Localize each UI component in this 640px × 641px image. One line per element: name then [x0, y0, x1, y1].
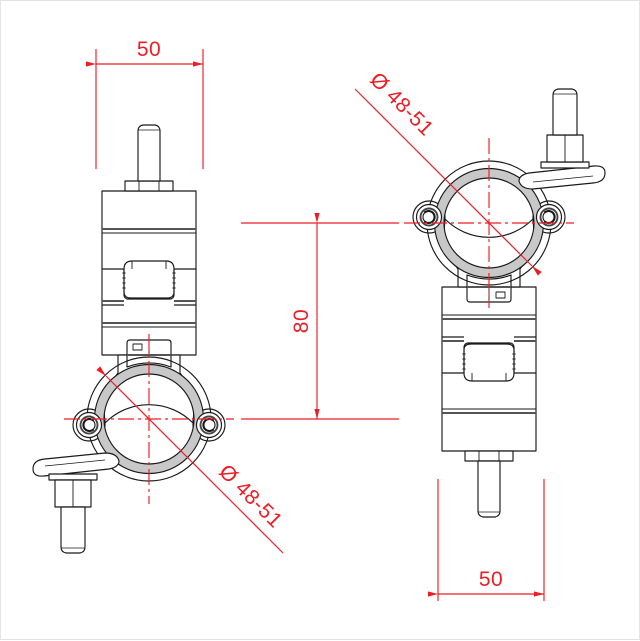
dimension-bottom-width-label: 50	[479, 568, 503, 591]
dimension-vertical-spacing: 80	[241, 213, 399, 420]
dimension-top-width-label: 50	[137, 38, 161, 61]
dimension-bottom-width: 50	[428, 479, 545, 601]
dimension-vertical-spacing-label: 80	[290, 309, 313, 333]
diameter-leader-line	[354, 88, 542, 276]
left-clamp-view	[33, 125, 225, 553]
right-clamp-view	[413, 89, 605, 517]
dimension-diameter-left-label: Ø 48-51	[214, 460, 286, 532]
diameter-leader-line	[96, 366, 284, 554]
dimension-diameter-right-label: Ø 48-51	[365, 68, 437, 140]
dimension-top-width: 50	[86, 38, 204, 169]
